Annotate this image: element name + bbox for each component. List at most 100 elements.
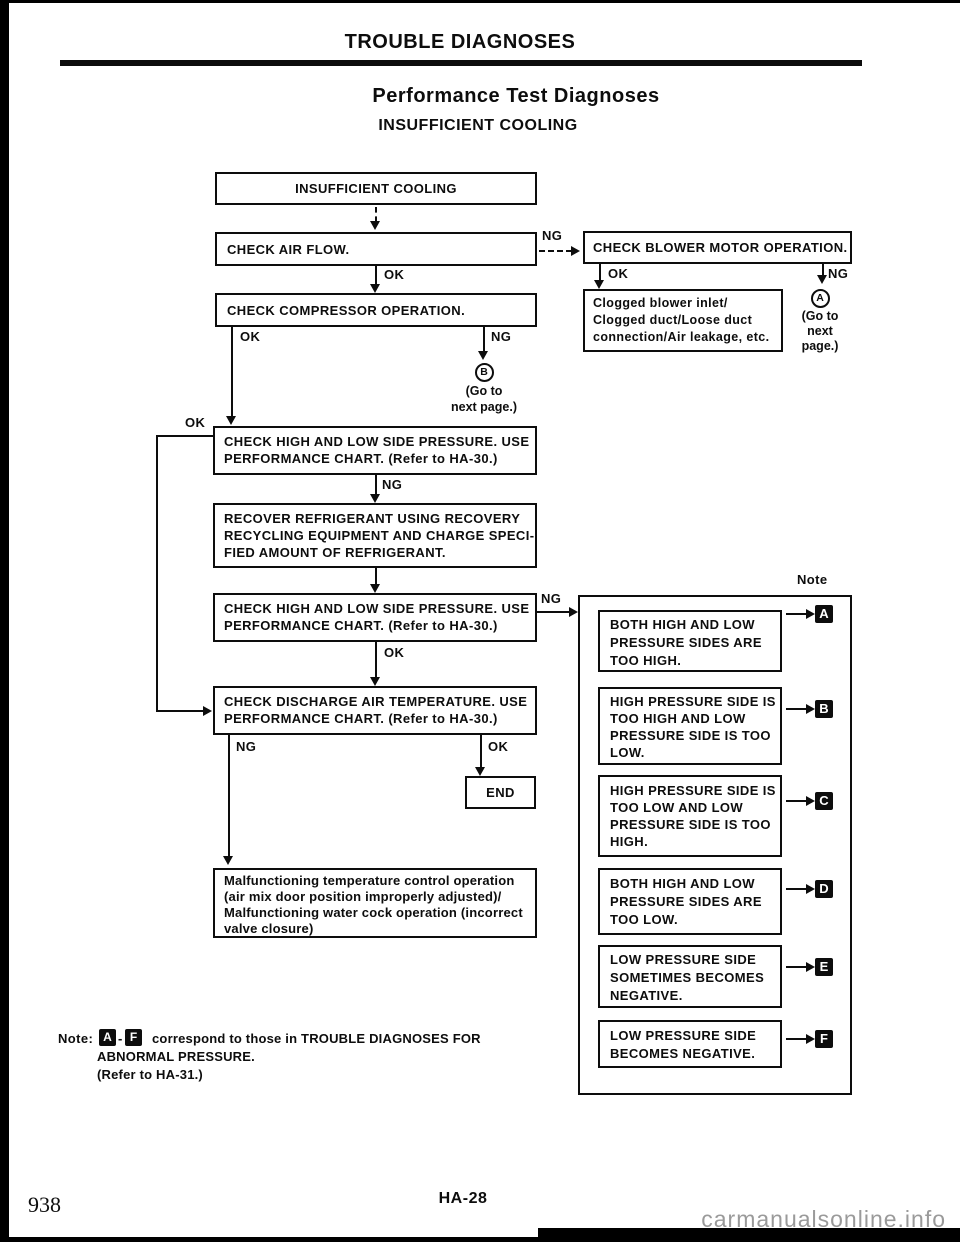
connector-pressure2-discharge [375,642,377,678]
label-compressor-ok: OK [240,329,261,344]
connector-air-compressor [375,266,377,285]
footnote-line3: (Refer to HA-31.) [97,1067,203,1082]
label-discharge-ng: NG [236,739,257,754]
connector-note-a [786,613,807,615]
goto-next-page-b: B (Go to next page.) [424,363,544,415]
arrow-down-icon [594,280,604,289]
circled-a-badge: A [810,289,830,308]
footnote-dash: - [118,1031,123,1046]
note-item-d: BOTH HIGH AND LOW PRESSURE SIDES ARE TOO… [598,868,782,935]
flow-box-end: END [465,776,536,809]
arrow-right-icon [806,609,815,619]
connector-note-f [786,1038,807,1040]
flow-box-insufficient-cooling: INSUFFICIENT COOLING [215,172,537,205]
label-air-ng: NG [542,228,563,243]
arrow-down-icon [370,221,380,230]
label-pressure1-ok: OK [185,415,206,430]
note-tag-c: C [815,792,833,810]
connector-loop-side [156,435,158,712]
note-tag-f: F [815,1030,833,1048]
page-title: TROUBLE DIAGNOSES [344,31,576,53]
connector-blower-goto-a [822,264,824,276]
connector-air-blower [539,250,572,252]
note-panel-label: Note [797,572,828,587]
arrow-down-icon [370,284,380,293]
label-compressor-ng: NG [491,329,512,344]
arrow-right-icon [806,1034,815,1044]
left-edge-bar [0,0,9,1242]
bottom-edge-bar [0,1237,960,1242]
note-tag-a: A [815,605,833,623]
watermark: carmanualsonline.info [701,1206,946,1232]
note-item-e: LOW PRESSURE SIDE SOMETIMES BECOMES NEGA… [598,945,782,1008]
label-blower-ok: OK [608,266,629,281]
connector-loop-bottom [156,710,204,712]
flow-box-check-air-flow: CHECK AIR FLOW. [215,232,537,266]
connector-blower-clogged [599,264,601,281]
connector-recover-pressure2 [375,568,377,585]
section-title: INSUFFICIENT COOLING [378,117,578,134]
arrow-right-icon [806,704,815,714]
connector-pressure1-recover [375,475,377,495]
page-code: HA-28 [438,1190,488,1207]
circled-b-badge: B [474,363,494,382]
footnote-tag-a: A [99,1029,116,1046]
connector-discharge-malfunction [228,735,230,857]
flow-box-recover-refrigerant: RECOVER REFRIGERANT USING RECOVERY RECYC… [213,503,537,568]
note-item-c: HIGH PRESSURE SIDE IS TOO LOW AND LOW PR… [598,775,782,857]
arrow-down-icon [370,677,380,686]
arrow-down-icon [370,584,380,593]
connector-loop-top [156,435,213,437]
flow-box-pressure-check-2: CHECK HIGH AND LOW SIDE PRESSURE. USE PE… [213,593,537,642]
footnote-line2: ABNORMAL PRESSURE. [97,1049,255,1064]
header-rule [60,60,862,66]
note-tag-d: D [815,880,833,898]
flow-box-clogged-blower: Clogged blower inlet/ Clogged duct/Loose… [583,289,783,352]
flow-box-check-blower-motor: CHECK BLOWER MOTOR OPERATION. [583,231,852,264]
connector-pressure2-notes [537,611,570,613]
flow-box-pressure-check-1: CHECK HIGH AND LOW SIDE PRESSURE. USE PE… [213,426,537,475]
flow-box-check-compressor: CHECK COMPRESSOR OPERATION. [215,293,537,327]
label-blower-ng: NG [828,266,849,281]
page-subtitle: Performance Test Diagnoses [372,85,660,107]
connector-note-e [786,966,807,968]
top-edge-line [0,0,960,3]
flow-box-discharge-air-temp: CHECK DISCHARGE AIR TEMPERATURE. USE PER… [213,686,537,735]
arrow-right-icon [569,607,578,617]
note-item-a: BOTH HIGH AND LOW PRESSURE SIDES ARE TOO… [598,610,782,672]
arrow-right-icon [806,884,815,894]
connector-start-air [375,207,377,222]
footnote-tag-f: F [125,1029,142,1046]
connector-compressor-pressure1 [231,327,233,417]
footnote-line1: correspond to those in TROUBLE DIAGNOSES… [152,1031,481,1046]
connector-note-d [786,888,807,890]
arrow-down-icon [475,767,485,776]
note-item-b: HIGH PRESSURE SIDE IS TOO HIGH AND LOW P… [598,687,782,765]
arrow-down-icon [223,856,233,865]
flow-box-malfunction: Malfunctioning temperature control opera… [213,868,537,938]
label-air-ok: OK [384,267,405,282]
label-pressure2-ok: OK [384,645,405,660]
arrow-right-icon [806,796,815,806]
note-tag-b: B [815,700,833,718]
label-pressure2-ng: NG [541,591,562,606]
label-pressure1-ng: NG [382,477,403,492]
arrow-down-icon [370,494,380,503]
arrow-down-icon [478,351,488,360]
note-tag-e: E [815,958,833,976]
goto-next-page-a: A (Go to next page.) [778,289,862,354]
arrow-down-icon [226,416,236,425]
arrow-right-icon [571,246,580,256]
arrow-down-icon [817,275,827,284]
footnote-label: Note: [58,1031,94,1046]
connector-compressor-goto-b [483,327,485,352]
label-discharge-ok: OK [488,739,509,754]
arrow-right-icon [203,706,212,716]
note-item-f: LOW PRESSURE SIDE BECOMES NEGATIVE. [598,1020,782,1068]
note-panel [578,595,852,1095]
connector-note-b [786,708,807,710]
arrow-right-icon [806,962,815,972]
connector-discharge-end [480,735,482,768]
page-number: 938 [28,1192,61,1217]
